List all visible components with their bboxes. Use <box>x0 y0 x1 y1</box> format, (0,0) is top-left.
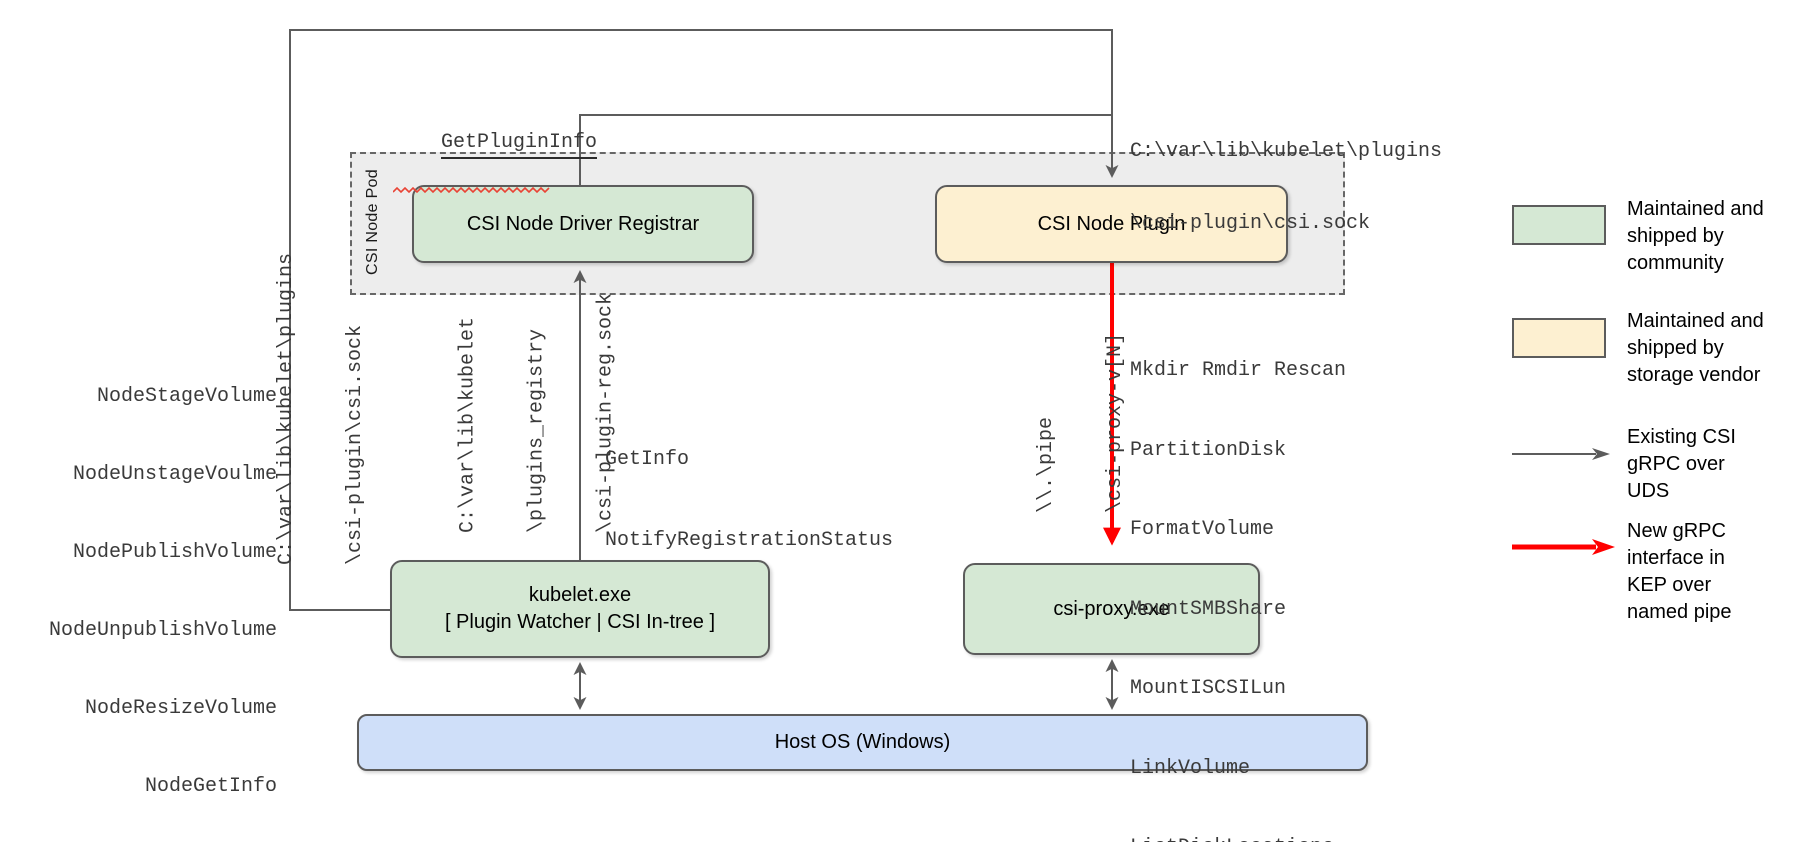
node-csi-call: NodeGetInfo <box>144 775 277 798</box>
node-csi-call: NodeUnstageVoulme <box>72 463 277 486</box>
rotated-path-line: \\.\pipe <box>1035 417 1058 514</box>
csi-proxy-call: LinkVolume <box>1130 756 1251 780</box>
csi-proxy-call: ListDiskLocations <box>1130 835 1346 842</box>
getplugininfo-label-wrap: GetPluginInfo <box>393 104 598 246</box>
csi-proxy-call: MountISCSILun <box>1130 677 1287 700</box>
rotated-path-line: C:\var\lib\kubelet <box>456 316 480 534</box>
csi-node-plugin-label: CSI Node Plugin <box>1037 212 1186 235</box>
host-os-label: Host OS (Windows) <box>774 731 951 753</box>
registration-call-list: GetInfo NotifyRegistrationStatus <box>605 392 893 608</box>
kubelet-csi-sock-rotated-label: C:\var\lib\kubelet\plugins \csi-plugin\c… <box>229 253 413 565</box>
node-csi-call-list: NodeStageVolume NodeUnstageVoulme NodePu… <box>40 332 277 842</box>
kubelet-box: kubelet.exe [ Plugin Watcher | CSI In-tr… <box>390 560 770 658</box>
rotated-path-line: C:\var\lib\kubelet\plugins <box>275 252 298 566</box>
connector-registrar-getplugininfo <box>579 114 1112 185</box>
rotated-path-line: \csi-proxy-v[N] <box>1104 332 1127 514</box>
csi-proxy-call: Mkdir Rmdir Rescan <box>1130 359 1347 382</box>
csi-sock-path-label: C:\var\lib\kubelet\plugins \csi-plugin\c… <box>1130 92 1442 284</box>
legend-community-label: Maintained and shipped by community <box>1627 198 1764 274</box>
legend-storage-vendor-label: Maintained and shipped by storage vendor <box>1627 310 1764 386</box>
gray-arrow-icon <box>1512 448 1610 460</box>
host-os-box: Host OS (Windows) <box>357 714 1368 771</box>
kubelet-label-line1: kubelet.exe <box>528 584 632 606</box>
node-csi-call: NodeUnpublishVolume <box>48 619 277 642</box>
csi-sock-path-line2: \csi-plugin\csi.sock <box>1130 212 1371 235</box>
kubelet-label-line2: [ Plugin Watcher | CSI In-tree ] <box>444 611 716 633</box>
node-csi-call: NodeResizeVolume <box>84 697 277 720</box>
red-arrow-icon <box>1512 539 1615 555</box>
spellcheck-squiggle-icon <box>393 186 550 194</box>
csi-node-driver-registrar-label: CSI Node Driver Registrar <box>466 212 700 235</box>
node-csi-call: NodePublishVolume <box>72 541 277 564</box>
rotated-path-line: \csi-plugin-reg.sock <box>594 292 618 534</box>
csi-proxy-label: csi-proxy.exe <box>1053 597 1170 620</box>
csi-proxy-call: PartitionDisk <box>1130 438 1287 462</box>
legend-existing-grpc-label: Existing CSI gRPC over UDS <box>1627 426 1736 502</box>
csi-node-plugin-box: CSI Node Plugin <box>935 185 1288 263</box>
connector-kubelet-to-node-plugin <box>289 29 1119 611</box>
community-swatch <box>1512 205 1606 245</box>
rotated-path-line: \plugins_registry <box>525 328 549 534</box>
rotated-path-line: \csi-plugin\csi.sock <box>344 324 367 566</box>
getplugininfo-label: GetPluginInfo <box>441 130 598 159</box>
registration-call: NotifyRegistrationStatus <box>605 529 894 552</box>
named-pipe-rotated-label: \\.\pipe \csi-proxy-v[N] <box>989 333 1173 513</box>
legend-new-grpc-label: New gRPC interface in KEP over named pip… <box>1627 520 1732 623</box>
csi-node-driver-registrar-box: CSI Node Driver Registrar <box>412 185 754 263</box>
csi-proxy-call: MountSMBShare <box>1130 597 1287 621</box>
csi-proxy-call-list: Mkdir Rmdir Rescan PartitionDisk FormatV… <box>1130 305 1346 842</box>
csi-sock-path-line1: C:\var\lib\kubelet\plugins <box>1130 140 1443 163</box>
registration-call: GetInfo <box>605 448 690 471</box>
storage-vendor-swatch <box>1512 318 1606 358</box>
csi-proxy-box: csi-proxy.exe <box>963 563 1260 655</box>
csi-proxy-call: FormatVolume <box>1130 518 1275 541</box>
node-csi-call: NodeStageVolume <box>96 385 277 408</box>
registry-sock-rotated-label: C:\var\lib\kubelet \plugins_registry \cs… <box>411 293 664 533</box>
